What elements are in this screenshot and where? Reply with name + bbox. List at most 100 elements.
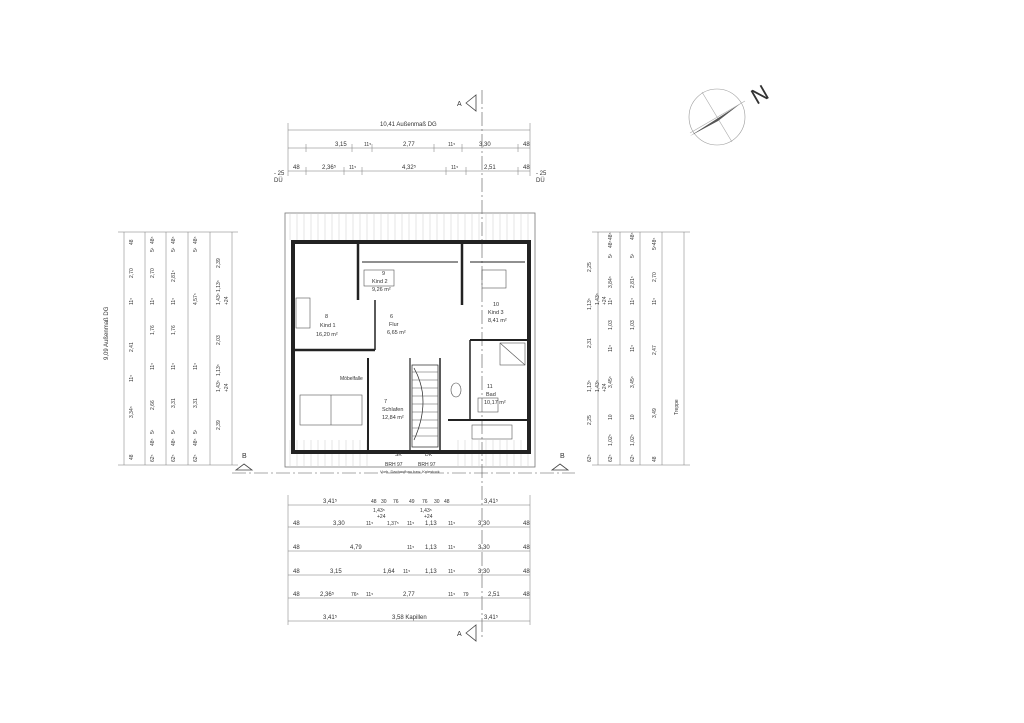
top-r1-5: 48 — [523, 142, 530, 148]
bot-r3-1: 4,79 — [350, 545, 362, 551]
right-c2-9: 48⁵ — [608, 232, 614, 240]
right-c1-0: 62⁵ — [587, 454, 593, 462]
left-c4-3: 3,31 — [193, 398, 199, 408]
right-c4-5: 5⁵48⁵ — [652, 238, 658, 251]
left-c3-9: 48⁵ — [171, 236, 177, 244]
right-c2-3: 3,45⁵ — [608, 376, 614, 388]
room-flur-area: 6,65 m² — [387, 330, 406, 336]
right-treppe-label: Treppe — [674, 399, 680, 415]
section-marker-a-bottom: A — [457, 624, 477, 642]
top-r2-4: 11⁵ — [451, 165, 458, 171]
left-c1-2: 11⁵ — [129, 375, 135, 382]
bot-r2-5: 1,13 — [425, 521, 437, 527]
bot-r1s-2: 1,43⁵ — [420, 508, 432, 514]
left-c3-5: 1,76 — [171, 325, 177, 335]
left-c4-4: 11⁵ — [193, 363, 199, 370]
bot-r3-3: 1,13 — [425, 545, 437, 551]
right-c2-1: 1,02⁵ — [608, 434, 614, 446]
top-r1-4: 3,30 — [479, 142, 491, 148]
left-c5-0: 2,39 — [216, 420, 222, 430]
bot-r4-4: 1,13 — [425, 569, 437, 575]
left-c1-6: 48 — [129, 239, 135, 245]
top-left-25: - 25 — [274, 171, 285, 177]
bottom-dimensions — [287, 495, 531, 625]
top-r2-3: 4,32⁵ — [402, 164, 417, 171]
left-c5-4: 2,03 — [216, 335, 222, 345]
left-c3-7: 2,81⁵ — [171, 270, 177, 282]
left-c2-4: 11⁵ — [150, 363, 156, 370]
top-r1-0: 3,15 — [335, 142, 347, 148]
left-c2-3: 2,66 — [150, 400, 156, 410]
bot-r4-5: 11⁵ — [448, 569, 455, 575]
room-kind1-name: Kind 1 — [320, 323, 336, 329]
window-dk: DK — [425, 452, 433, 458]
left-c5-1: 1,43⁵ — [216, 380, 222, 392]
bot-r4-7: 48 — [523, 569, 530, 575]
brh-left: BRH 97 — [385, 462, 403, 468]
left-overall-dim: 9,09 Außenmaß DG — [104, 306, 110, 360]
mobelfalle-label: Möbelfalle — [340, 376, 363, 382]
top-r2-0: 48 — [293, 165, 300, 171]
right-c1-1: 2,25 — [587, 415, 593, 425]
section-arrow-a-top — [465, 94, 477, 112]
top-r2-5: 2,51 — [484, 165, 496, 171]
left-c4-5: 4,57⁵ — [193, 293, 199, 305]
left-c5-8: 2,39 — [216, 258, 222, 268]
left-c2-1: 48⁵ — [150, 438, 156, 446]
right-c4-1: 3,49 — [652, 408, 658, 418]
left-c4-0: 62⁵ — [193, 454, 199, 462]
bot-r2-4: 11⁵ — [407, 521, 414, 527]
window-sk: SK — [395, 452, 402, 458]
bot-r1-1: 48 — [371, 499, 377, 505]
left-c4-2: 5¹ — [193, 429, 199, 434]
room-kind1-num: 8 — [325, 314, 328, 320]
left-c2-2: 5¹ — [150, 429, 156, 434]
bot-r4-0: 48 — [293, 569, 300, 575]
room-kind1-area: 16,20 m² — [316, 332, 338, 338]
bot-r5-7: 2,51 — [488, 592, 500, 598]
room-schlafen-name: Schlafen — [382, 407, 403, 413]
bot-r6-0: 3,41⁵ — [323, 614, 338, 621]
left-c5-3: +24 — [224, 383, 230, 392]
bot-r1-8: 3,41⁵ — [484, 498, 499, 505]
section-label-a-bottom: A — [457, 631, 462, 638]
top-r1-3: 11⁵ — [448, 142, 455, 148]
room-kind3-name: Kind 3 — [488, 310, 504, 316]
right-c1-7: 1,43⁵ — [595, 293, 601, 305]
right-c3-9: 48⁵ — [630, 232, 636, 240]
left-c2-7: 2,70 — [150, 268, 156, 278]
bot-r3-5: 3,30 — [478, 545, 490, 551]
bot-r1-6: 30 — [434, 499, 440, 505]
top-left-du: DÜ — [274, 177, 283, 184]
section-marker-b-left: B — [234, 453, 254, 471]
bot-r2-6: 11⁵ — [448, 521, 455, 527]
right-c2-2: 10 — [608, 414, 614, 420]
left-c3-2: 5¹ — [171, 429, 177, 434]
bot-r2-1: 3,30 — [333, 521, 345, 527]
right-c2-0: 62⁵ — [608, 454, 614, 462]
bot-r3-2: 11⁵ — [407, 545, 414, 551]
top-r2-6: 48 — [523, 165, 530, 171]
right-dimensions — [592, 231, 690, 466]
north-label: N — [747, 80, 773, 110]
left-c5-5: 1,43⁵ — [216, 293, 222, 305]
right-c4-4: 2,70 — [652, 272, 658, 282]
bot-r5-8: 48 — [523, 592, 530, 598]
left-c1-3: 2,41 — [129, 342, 135, 352]
room-bad-num: 11 — [487, 384, 493, 390]
bot-r1-4: 49 — [409, 499, 415, 505]
left-c5-7: +24 — [224, 296, 230, 305]
bot-r5-3: 11⁵ — [366, 592, 373, 598]
section-label-b-right: B — [560, 453, 565, 460]
right-c2-6: 11⁵ — [608, 298, 614, 305]
walls — [291, 240, 531, 454]
top-overall-dim: 10,41 Außenmaß DG — [380, 122, 437, 128]
right-c3-0: 62⁵ — [630, 454, 636, 462]
fixtures — [295, 269, 526, 440]
bot-r2-7: 3,30 — [478, 521, 490, 527]
bot-r1-0: 3,41⁵ — [323, 498, 338, 505]
left-c3-0: 62⁵ — [171, 454, 177, 462]
bot-r5-2: 76⁵ — [351, 592, 359, 598]
left-c3-6: 11⁵ — [171, 298, 177, 305]
bot-r5-5: 11⁵ — [448, 592, 455, 598]
